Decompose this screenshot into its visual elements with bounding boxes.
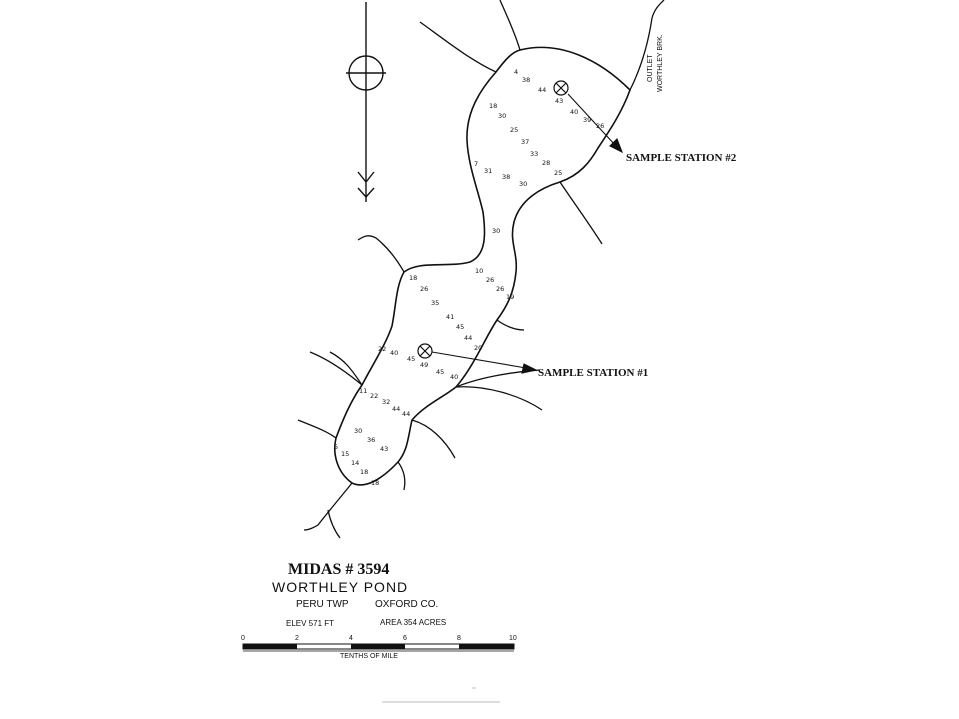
depth-sounding: 40 — [570, 108, 578, 116]
depth-sounding: 5 — [334, 443, 338, 451]
depth-sounding: 43 — [555, 97, 563, 105]
scale-label: TENTHS OF MILE — [340, 653, 398, 660]
depth-sounding: 22 — [370, 392, 378, 400]
depth-sounding: 25 — [554, 169, 562, 177]
depth-sounding: 38 — [502, 173, 510, 181]
scan-marks — [382, 687, 500, 703]
depth-sounding: 45 — [436, 368, 444, 376]
depth-sounding: 28 — [542, 159, 550, 167]
depth-sounding: 41 — [446, 313, 454, 321]
depth-sounding: 44 — [464, 334, 472, 342]
depth-sounding: 38 — [522, 76, 530, 84]
scale-tick-label: 0 — [241, 635, 245, 642]
pond-outline — [334, 46, 631, 486]
depth-sounding: 15 — [341, 450, 349, 458]
depth-sounding: 11 — [359, 387, 367, 395]
depth-sounding: 20 — [474, 344, 482, 352]
sample-station-1-label: SAMPLE STATION #1 — [538, 367, 648, 379]
depth-sounding: 35 — [431, 299, 439, 307]
depth-sounding: 10 — [475, 267, 483, 275]
depth-sounding: 30 — [519, 180, 527, 188]
depth-sounding: 45 — [456, 323, 464, 331]
depth-sounding: 18 — [409, 274, 417, 282]
sample-station-1-marker-icon — [417, 343, 433, 359]
depth-sounding: 19 — [506, 293, 514, 301]
depth-sounding: 32 — [382, 398, 390, 406]
depth-sounding: 18 — [360, 468, 368, 476]
scale-tick-label: 8 — [457, 635, 461, 642]
elevation-label: ELEV 571 FT — [286, 619, 334, 628]
depth-sounding: 22 — [378, 345, 386, 353]
township-label: PERU TWP — [296, 599, 349, 610]
depth-sounding: 44 — [538, 86, 546, 94]
outlet-label: OUTLET — [647, 54, 654, 82]
depth-sounding: 26 — [486, 276, 494, 284]
depth-sounding: 40 — [450, 373, 458, 381]
scale-bar: 0 2 4 6 8 10 TENTHS OF MILE — [241, 635, 517, 660]
scale-tick-label: 10 — [509, 635, 517, 642]
depth-sounding: 40 — [390, 349, 398, 357]
sample-station-2-marker-icon — [553, 80, 569, 96]
scale-tick-label: 2 — [295, 635, 299, 642]
area-label: AREA 354 ACRES — [380, 618, 446, 627]
depth-sounding: 33 — [530, 150, 538, 158]
pond-name: WORTHLEY POND — [272, 579, 408, 595]
depth-sounding: 26 — [496, 285, 504, 293]
depth-sounding: 43 — [380, 445, 388, 453]
depth-sounding: 37 — [521, 138, 529, 146]
depth-soundings: 4 38 44 43 40 39 26 18 30 25 37 33 28 25… — [334, 68, 604, 487]
station-arrows — [431, 93, 624, 374]
north-arrow-icon — [346, 2, 386, 202]
depth-sounding: 7 — [474, 160, 478, 168]
depth-sounding: 49 — [420, 361, 428, 369]
streams — [297, 0, 665, 539]
depth-sounding: 44 — [392, 405, 400, 413]
midas-number: MIDAS # 3594 — [288, 561, 389, 578]
depth-sounding: 4 — [514, 68, 518, 76]
depth-sounding: 26 — [596, 122, 604, 130]
depth-sounding: 30 — [498, 112, 506, 120]
depth-sounding: 39 — [583, 116, 591, 124]
sample-station-2-label: SAMPLE STATION #2 — [626, 152, 737, 164]
depth-sounding: 25 — [510, 126, 518, 134]
depth-sounding: 14 — [351, 459, 359, 467]
scale-tick-label: 4 — [349, 635, 353, 642]
depth-sounding: 36 — [367, 436, 375, 444]
depth-sounding: 31 — [484, 167, 492, 175]
depth-sounding: 30 — [492, 227, 500, 235]
outlet-brook-label: WORTHLEY BRK. — [657, 34, 664, 92]
scale-tick-label: 6 — [403, 635, 407, 642]
county-label: OXFORD CO. — [375, 599, 438, 610]
depth-sounding: 44 — [402, 410, 410, 418]
depth-sounding: 18 — [489, 102, 497, 110]
depth-sounding: 30 — [354, 427, 362, 435]
depth-sounding: 26 — [420, 285, 428, 293]
depth-sounding: 45 — [407, 355, 415, 363]
depth-sounding: 18 — [371, 479, 379, 487]
